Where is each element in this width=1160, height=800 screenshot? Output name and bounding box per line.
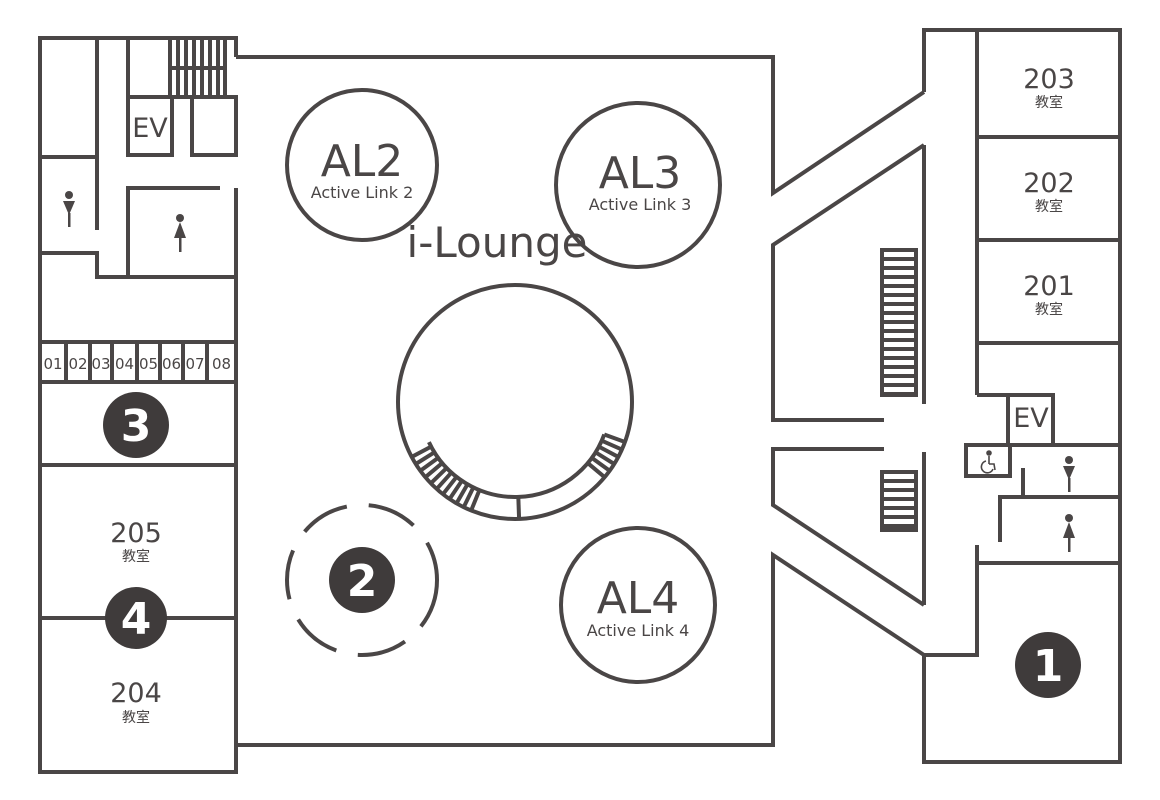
marker-number: 1 xyxy=(1033,641,1064,692)
marker-3[interactable]: 3 xyxy=(103,392,169,458)
spiral-steps xyxy=(410,432,626,519)
spiral-step xyxy=(419,456,440,473)
spiral-step xyxy=(516,496,522,519)
room-number: 202 xyxy=(1023,168,1075,199)
restroom-women-icon xyxy=(1063,514,1075,552)
marker-2[interactable]: 2 xyxy=(329,547,395,613)
locker-number: 02 xyxy=(68,355,87,373)
spiral-step xyxy=(441,475,459,496)
active-link-3-room[interactable] xyxy=(554,101,722,269)
marker-number: 2 xyxy=(347,556,378,607)
al2-code: AL2 xyxy=(321,136,404,187)
elevator-label-right: EV xyxy=(1013,403,1049,434)
locker-number: 04 xyxy=(115,355,134,373)
room-type: 教室 xyxy=(1035,94,1063,111)
spiral-step xyxy=(469,489,482,512)
spiral-step xyxy=(435,471,453,491)
al4-code: AL4 xyxy=(597,573,680,624)
spiral-step xyxy=(590,456,611,473)
room-type: 教室 xyxy=(1035,301,1063,318)
spiral-step xyxy=(414,450,436,466)
room-number: 203 xyxy=(1023,64,1075,95)
spiral-step xyxy=(429,466,449,485)
area-2-dashed-boundary xyxy=(285,503,439,657)
right-building: EV xyxy=(922,28,1122,764)
central-spiral-stair xyxy=(396,283,634,521)
locker-number: 06 xyxy=(162,355,181,373)
marker-number: 4 xyxy=(121,594,152,645)
marker-4[interactable]: 4 xyxy=(105,587,167,649)
spiral-step xyxy=(603,432,626,444)
locker-number: 01 xyxy=(43,355,62,373)
active-link-2-room[interactable] xyxy=(285,88,439,242)
spiral-step xyxy=(424,461,444,479)
lounge-area: AL2 Active Link 2 AL3 Active Link 3 AL4 … xyxy=(236,55,926,747)
room-number: 201 xyxy=(1023,271,1075,302)
elevator xyxy=(126,95,174,157)
elevator-label: EV xyxy=(132,113,168,144)
restroom-women-icon xyxy=(174,214,186,252)
spiral-step xyxy=(600,438,623,452)
spiral-step xyxy=(410,444,433,459)
al3-name: Active Link 3 xyxy=(589,195,692,214)
al3-code: AL3 xyxy=(599,148,682,199)
spiral-stair-inner-rail xyxy=(427,433,607,499)
room-number: 204 xyxy=(110,678,162,709)
spiral-step xyxy=(461,486,476,509)
active-link-4-room[interactable] xyxy=(559,526,717,684)
room-number: 205 xyxy=(110,518,162,549)
room-type: 教室 xyxy=(122,548,150,565)
lounge-label: i-Lounge xyxy=(407,218,588,267)
al2-name: Active Link 2 xyxy=(311,183,414,202)
spiral-step xyxy=(454,483,470,505)
marker-1[interactable]: 1 xyxy=(1015,632,1081,698)
locker-number: 05 xyxy=(139,355,158,373)
staircase xyxy=(880,248,918,532)
room-type: 教室 xyxy=(122,709,150,726)
spiral-step xyxy=(447,479,464,501)
spiral-step xyxy=(597,444,620,459)
locker-number: 08 xyxy=(212,355,231,373)
room-type: 教室 xyxy=(1035,198,1063,215)
marker-number: 3 xyxy=(121,401,152,452)
locker-number: 03 xyxy=(91,355,110,373)
staircase xyxy=(176,38,220,97)
restroom-men-icon xyxy=(1063,456,1075,492)
spiral-step xyxy=(586,461,606,479)
spiral-step xyxy=(594,450,616,466)
locker-number: 07 xyxy=(185,355,204,373)
restroom-men-icon xyxy=(63,191,75,227)
al4-name: Active Link 4 xyxy=(587,621,690,640)
wheelchair-icon xyxy=(980,450,996,474)
